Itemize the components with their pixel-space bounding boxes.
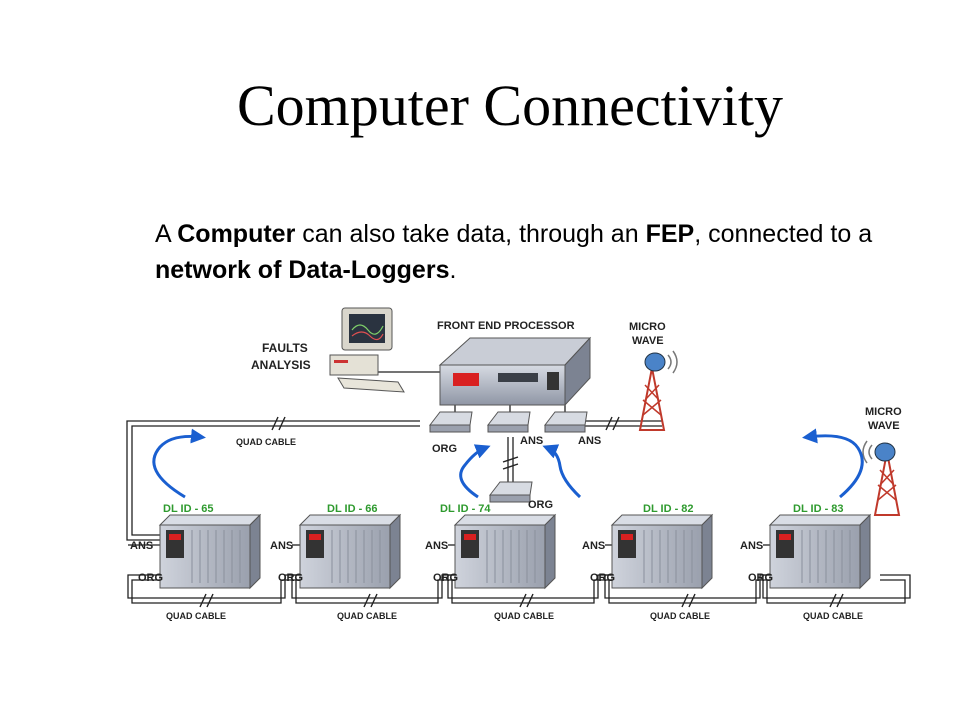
data-logger-id-label: DL ID - 74	[440, 503, 491, 515]
data-logger-rack	[158, 513, 262, 590]
ans-label: ANS	[270, 540, 293, 552]
ans-label: ANS	[578, 435, 601, 447]
data-logger-rack	[768, 513, 872, 590]
cable-network	[126, 371, 911, 604]
data-flow-arrows	[152, 428, 864, 499]
microwave-tower-icon	[862, 440, 901, 516]
microwave-label-line2: WAVE	[632, 335, 664, 347]
data-logger-rack	[610, 513, 714, 590]
microwave-tower-icon	[638, 350, 678, 431]
org-label: ORG	[590, 572, 615, 584]
computer-icon	[329, 307, 405, 393]
body-text-bold: Computer	[177, 220, 296, 248]
ans-label: ANS	[740, 540, 763, 552]
slide-title: Computer Connectivity	[236, 73, 784, 138]
faults-analysis-label-line2: ANALYSIS	[251, 358, 311, 372]
ans-label: ANS	[130, 540, 153, 552]
faults-analysis-label-line1: FAULTS	[262, 341, 308, 355]
quad-cable-label: QUAD CABLE	[494, 611, 554, 621]
quad-cable-label: QUAD CABLE	[650, 611, 710, 621]
modem-ans-icon	[486, 411, 531, 433]
org-label: ORG	[528, 499, 553, 511]
modem-org-icon	[428, 411, 473, 433]
quad-cable-label: QUAD CABLE	[166, 611, 226, 621]
org-label: ORG	[278, 572, 303, 584]
modem-org-icon	[488, 481, 533, 503]
body-text-part: .	[449, 256, 457, 284]
org-label: ORG	[138, 572, 163, 584]
slide-body-text: A Computer can also take data, through a…	[155, 216, 915, 288]
front-end-processor-icon	[438, 336, 592, 407]
body-text-bold: network of Data-Loggers	[155, 256, 450, 284]
modem-ans-icon	[543, 411, 588, 433]
fep-label: FRONT END PROCESSOR	[437, 320, 575, 332]
ans-label: ANS	[582, 540, 605, 552]
body-text-part: A	[155, 220, 178, 248]
body-text-bold: FEP	[645, 220, 695, 248]
org-label: ORG	[748, 572, 773, 584]
org-label: ORG	[433, 572, 458, 584]
data-logger-rack	[298, 513, 402, 590]
microwave-label-line2: WAVE	[868, 420, 900, 432]
data-logger-id-label: DL ID - 66	[327, 503, 378, 515]
body-text-part: can also take data, through an	[295, 220, 646, 248]
microwave-label-line1: MICRO	[865, 406, 902, 418]
quad-cable-label: QUAD CABLE	[803, 611, 863, 621]
ans-label: ANS	[520, 435, 543, 447]
data-logger-id-label: DL ID - 82	[643, 503, 694, 515]
microwave-label-line1: MICRO	[629, 321, 666, 333]
body-text-part: , connected to a	[694, 220, 873, 248]
quad-cable-label: QUAD CABLE	[236, 437, 296, 447]
data-logger-id-label: DL ID - 83	[793, 503, 844, 515]
quad-cable-label: QUAD CABLE	[337, 611, 397, 621]
org-label: ORG	[432, 443, 457, 455]
data-logger-id-label: DL ID - 65	[163, 503, 214, 515]
data-logger-rack	[453, 513, 557, 590]
ans-label: ANS	[425, 540, 448, 552]
cable-break-marks	[199, 416, 844, 608]
